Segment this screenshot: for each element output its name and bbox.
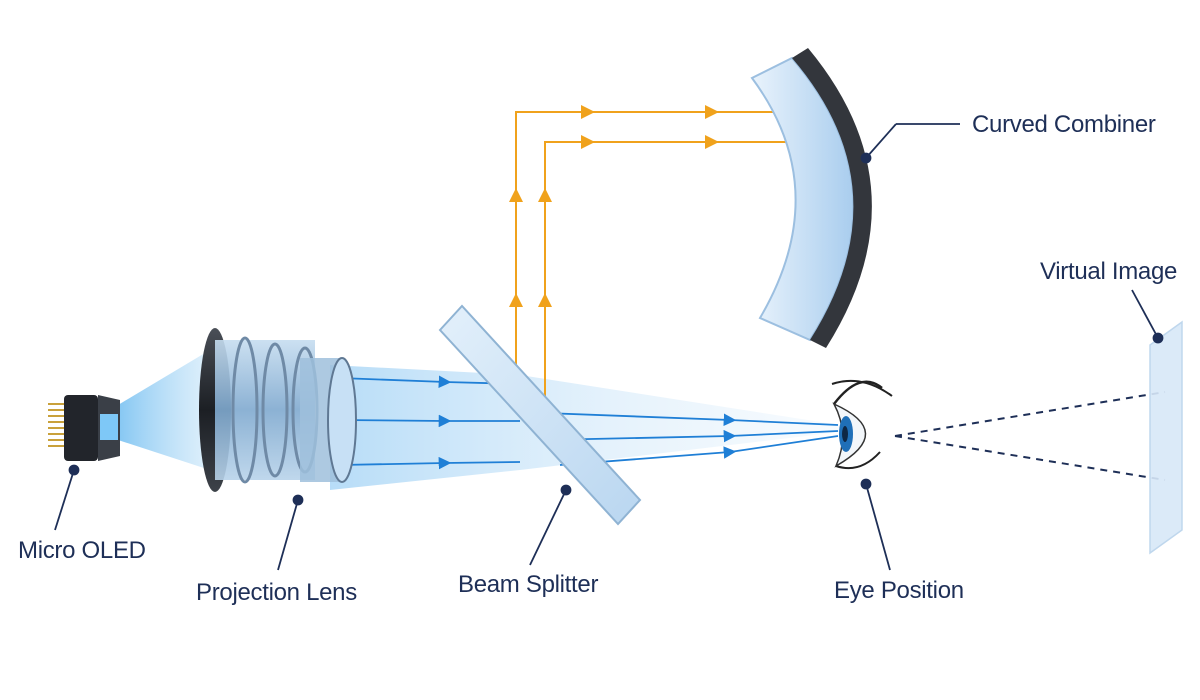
label-projection-lens: Projection Lens [196, 579, 357, 606]
orange-ray-outer [515, 111, 810, 412]
label-curved-combiner: Curved Combiner [972, 111, 1156, 138]
combiner-rim [792, 48, 872, 348]
lens-ring-2 [261, 342, 289, 478]
leader-projection-lens [277, 499, 299, 571]
label-virtual-image: Virtual Image [1040, 258, 1177, 285]
eye-pupil [842, 426, 848, 442]
label-beam-splitter: Beam Splitter [458, 571, 598, 598]
projection-lens [199, 328, 357, 492]
orange-ray-inner [544, 141, 810, 440]
eye [831, 379, 893, 470]
curved-combiner [750, 48, 872, 348]
beam-splitter-plate [438, 304, 642, 526]
blue-ray-bot-a [339, 456, 452, 470]
leader-micro-oled [54, 469, 75, 531]
leader-eye-position [865, 483, 891, 571]
eye-brow [831, 379, 893, 397]
blue-ray-bot-b [444, 461, 521, 464]
micro-oled-chip [48, 395, 120, 461]
leader-lines [54, 123, 1164, 571]
oled-emitter [100, 414, 118, 440]
leader-beam-splitter [529, 489, 567, 566]
label-eye-position: Eye Position [834, 577, 964, 604]
collimated-beam [330, 365, 840, 490]
lens-ring-1 [231, 336, 259, 484]
blue-ray-top-a [339, 375, 452, 389]
leader-virtual-image [1131, 289, 1159, 339]
virtual-projection-lines [894, 391, 1166, 481]
virtual-image-plane [1149, 320, 1183, 555]
blue-ray-mid-a [339, 414, 452, 428]
lens-front-glass [327, 357, 357, 483]
eye-lid [833, 380, 883, 405]
oled-light-cone [118, 350, 210, 470]
blue-ray-eye-3b [729, 435, 839, 453]
orange-rays [509, 105, 810, 440]
label-micro-oled: Micro OLED [18, 537, 146, 564]
blue-ray-eye-1b [729, 419, 839, 426]
blue-ray-eye-2b [729, 430, 839, 437]
leader-curved-combiner [865, 123, 897, 159]
oled-body [64, 395, 98, 461]
eye-lower-lid [835, 451, 881, 470]
